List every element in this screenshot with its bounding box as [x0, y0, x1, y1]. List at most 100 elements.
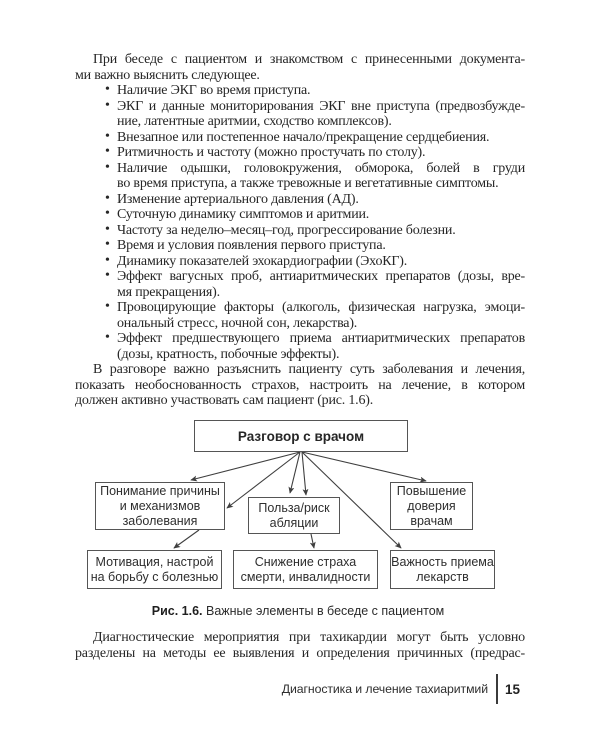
text-line-content: должен активно участвовать сам пациент (… [75, 393, 374, 408]
figure-node-label-line: Польза/риск [258, 500, 330, 515]
figure-caption-text: Важные элементы в беседе с пациентом [202, 604, 445, 618]
figure-node-label-line: Важность приема [391, 554, 494, 569]
figure-arrow [190, 451, 301, 482]
text-line: ние, латентные аритмии, сходство комплек… [75, 114, 525, 130]
bullet-marker: • [105, 190, 110, 206]
text-line: • Наличие ЭКГ во время приступа. [75, 82, 525, 99]
text-line: • Ритмичность и частоту (можно простучать… [75, 144, 525, 161]
text-line: • Время и условия появления первого прист… [75, 237, 525, 254]
bullet-marker: • [105, 128, 110, 144]
text-line: ми важно выяснить следующее. [75, 68, 525, 84]
figure-node-label-line: заболевания [122, 513, 198, 528]
text-line: При беседе с пациентом и знакомством с п… [75, 52, 525, 68]
text-line-content: ми важно выяснить следующее. [75, 67, 260, 83]
text-line: • Суточную динамику симптомов и аритмии. [75, 206, 525, 223]
figure-caption-label: Рис. 1.6. [151, 604, 203, 618]
bullet-marker: • [105, 97, 110, 113]
body-text-block-after-figure: Диагностические мероприятия при тахикард… [75, 630, 525, 661]
text-line-content: Наличие одышки, головокружения, обморока… [117, 160, 525, 176]
figure-arrow [309, 533, 316, 549]
figure-arrow [301, 451, 309, 496]
running-footer-title: Диагностика и лечение тахиаритмий [281, 682, 488, 696]
text-line: • Динамику показателей эхокардиографии (Э… [75, 252, 525, 270]
bullet-marker: • [105, 330, 110, 345]
figure-node-talk-with-doctor: Разговор с врачом [194, 420, 408, 452]
text-line-content: ЭКГ и данные мониторирования ЭКГ вне при… [117, 98, 525, 114]
bullet-marker: • [105, 144, 110, 159]
text-line-content: ональный стресс, ночной сон, лекарства). [117, 315, 358, 331]
bullet-marker: • [105, 252, 110, 268]
bullet-marker: • [105, 221, 110, 237]
text-line-content: Суточную динамику симптомов и аритмии. [117, 207, 370, 222]
page-footer: Диагностика и лечение тахиаритмий 15 [0, 672, 520, 706]
text-line-content: Наличие ЭКГ во время приступа. [117, 83, 311, 98]
text-line-content: Частоту за неделю–месяц–год, прогрессиро… [117, 222, 456, 238]
text-line: разделены на методы ее выявления и опред… [75, 646, 525, 662]
text-line: • Эффект предшествующего приема антиаритм… [75, 330, 525, 347]
text-line-content: Провоцирующие факторы (алкоголь, физичес… [117, 300, 525, 315]
figure-node-label-line: абляции [269, 515, 319, 530]
text-line: • Внезапное или постепенное начало/прекра… [75, 128, 525, 146]
figure-node-label-line: лекарств [416, 569, 469, 584]
bullet-marker: • [105, 268, 110, 283]
bullet-marker: • [105, 237, 110, 252]
figure-node-label-line: на борьбу с болезнью [90, 569, 219, 584]
text-line-content: В разговоре важно разъяснить пациенту су… [93, 362, 525, 377]
figure-arrow [288, 451, 301, 494]
figure-node-label-line: Понимание причины [100, 483, 220, 498]
figure-node-label-line: Снижение страха [254, 554, 357, 569]
text-line-content: (дозы, кратность, побочные эффекты). [117, 346, 340, 362]
bullet-marker: • [105, 299, 110, 314]
bullet-marker: • [105, 159, 110, 175]
body-text-block: При беседе с пациентом и знакомством с п… [75, 52, 525, 409]
figure-node-label-line: доверия [407, 498, 456, 513]
bullet-marker: • [105, 206, 110, 221]
text-line: показать необоснованность страхов, настр… [75, 378, 525, 394]
text-line: мя прекращения). [75, 285, 525, 301]
page-number: 15 [504, 681, 520, 697]
text-line: • Провоцирующие факторы (алкоголь, физиче… [75, 299, 525, 316]
text-line-content: во время приступа, а также тревожные и в… [117, 176, 499, 191]
text-line: Диагностические мероприятия при тахикард… [75, 630, 525, 646]
text-line: • Эффект вагусных проб, антиаритмических … [75, 268, 525, 285]
text-line: во время приступа, а также тревожные и в… [75, 176, 525, 192]
text-line: • Частоту за неделю–месяц–год, прогрессир… [75, 221, 525, 239]
text-line-content: Эффект предшествующего приема антиаритми… [117, 331, 525, 346]
text-line: должен активно участвовать сам пациент (… [75, 393, 525, 409]
text-line: • ЭКГ и данные мониторирования ЭКГ вне пр… [75, 97, 525, 115]
figure-node-label-line: Мотивация, настрой [95, 554, 214, 569]
text-line: ональный стресс, ночной сон, лекарства). [75, 316, 525, 332]
text-line-content: ние, латентные аритмии, сходство комплек… [117, 114, 392, 129]
text-line: В разговоре важно разъяснить пациенту су… [75, 362, 525, 378]
text-line: (дозы, кратность, побочные эффекты). [75, 347, 525, 363]
figure-node-label-line: смерти, инвалидности [240, 569, 371, 584]
text-line: • Наличие одышки, головокружения, обморок… [75, 159, 525, 177]
figure-node-label-line: Разговор с врачом [237, 428, 365, 444]
text-line-content: разделены на методы ее выявления и опред… [75, 645, 525, 661]
text-line-content: При беседе с пациентом и знакомством с п… [93, 52, 525, 67]
bullet-marker: • [105, 82, 110, 97]
text-line-content: мя прекращения). [117, 284, 220, 300]
figure-node-label-line: Повышение [396, 483, 467, 498]
footer-divider [495, 674, 498, 704]
text-line-content: Внезапное или постепенное начало/прекращ… [117, 129, 490, 145]
figure-node-label-line: и механизмов [119, 498, 201, 513]
figure-arrow [173, 529, 200, 549]
figure-arrow [301, 451, 427, 483]
text-line-content: Эффект вагусных проб, антиаритмических п… [117, 269, 525, 284]
text-line-content: Ритмичность и частоту (можно простучать … [117, 145, 426, 160]
text-line-content: Изменение артериального давления (АД). [117, 191, 359, 207]
text-line-content: Динамику показателей эхокардиографии (Эх… [117, 253, 408, 269]
figure-arrow [301, 451, 402, 549]
text-line: • Изменение артериального давления (АД). [75, 190, 525, 208]
text-line-content: показать необоснованность страхов, настр… [75, 377, 525, 393]
text-line-content: Время и условия появления первого присту… [117, 238, 386, 253]
figure-caption: Рис. 1.6. Важные элементы в беседе с пац… [0, 604, 596, 619]
